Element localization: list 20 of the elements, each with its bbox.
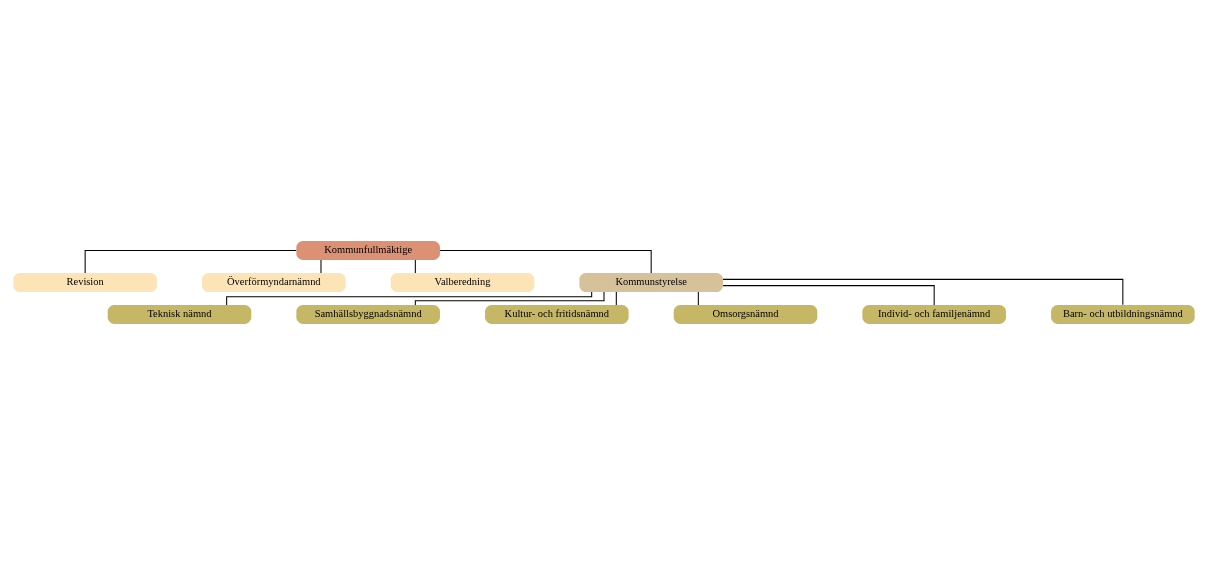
connector	[697, 291, 699, 306]
node-box: Kommunstyrelse	[579, 273, 723, 292]
node-box: Omsorgsnämnd	[673, 305, 818, 324]
node-box: Individ- och familjenämnd	[862, 305, 1006, 324]
connector	[84, 250, 297, 274]
node-box: Barn- och utbildningsnämnd	[1051, 305, 1195, 324]
node-box: Valberedning	[390, 273, 535, 292]
node-box: Samhällsbyggnadsnämnd	[296, 305, 440, 324]
connector	[439, 250, 652, 274]
node-box: Teknisk nämnd	[107, 305, 252, 324]
connector	[226, 291, 593, 306]
connector	[722, 278, 1124, 306]
connector	[414, 291, 605, 306]
connector	[414, 259, 416, 274]
connector	[615, 291, 617, 306]
connector	[722, 285, 935, 306]
node-box: Kultur- och fritidsnämnd	[485, 305, 629, 324]
node-box: Kommunfullmäktige	[296, 241, 440, 260]
node-box: Revision	[13, 273, 157, 292]
node-box: Överförmyndarnämnd	[202, 273, 346, 292]
